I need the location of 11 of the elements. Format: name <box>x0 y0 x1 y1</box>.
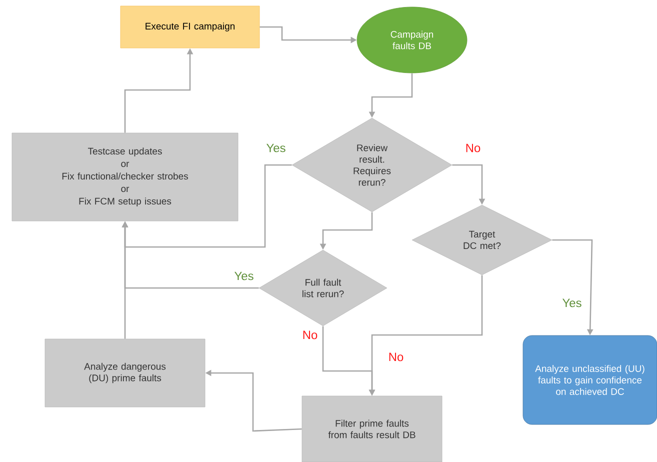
process-box: Analyze dangerous (DU) prime faults <box>44 338 206 408</box>
edge-label: Yes <box>561 298 583 308</box>
edge-label: No <box>301 330 319 340</box>
edge-label: Yes <box>233 270 255 282</box>
edge-label: No <box>387 352 405 362</box>
process-box: Filter prime faults from faults result DB <box>302 396 442 462</box>
edge-label: No <box>464 142 482 154</box>
edge-label: Yes <box>265 142 287 154</box>
result-box: Analyze unclassified (UU) faults to gain confidence on achieved DC <box>522 335 657 425</box>
process-box: Testcase updates or Fix functional/checker strobes or Fix FCM setup issues <box>12 132 238 222</box>
process-box: Execute FI campaign <box>120 6 260 48</box>
